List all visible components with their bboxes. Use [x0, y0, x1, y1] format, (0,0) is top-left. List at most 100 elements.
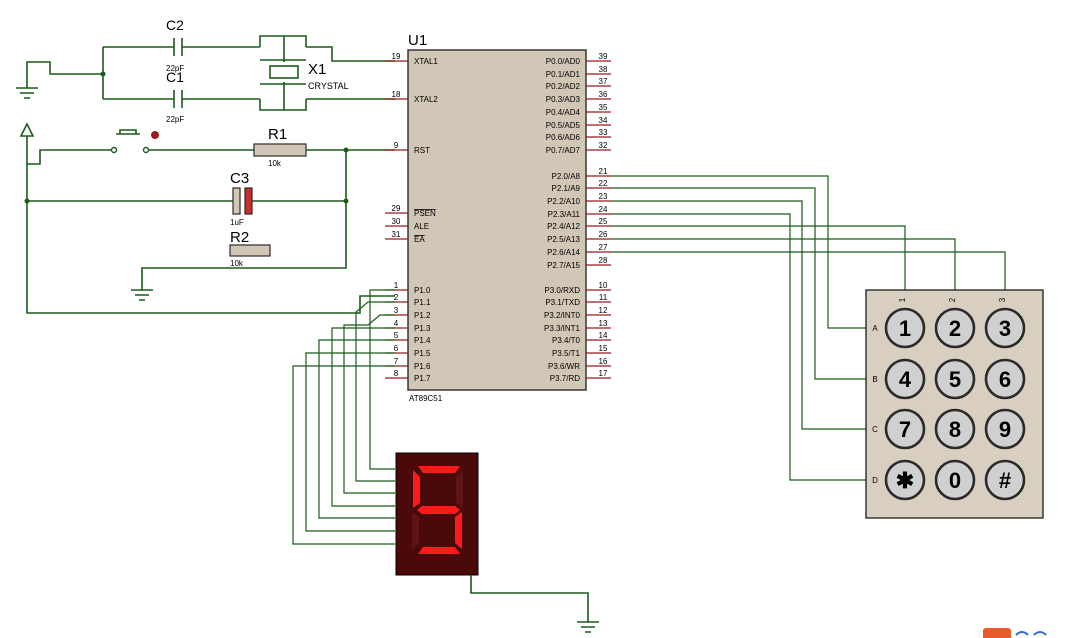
keypad-key-cap[interactable]: [934, 459, 976, 501]
segment-g: [417, 506, 460, 514]
pin-number: 17: [599, 369, 608, 378]
pin-number: 14: [599, 331, 608, 340]
c3-ref: C3: [230, 170, 249, 187]
pin-name: EA: [414, 235, 425, 244]
keypad-key-cap[interactable]: [884, 408, 926, 450]
pin-number: 23: [599, 192, 608, 201]
keypad-column-label: 2: [948, 297, 957, 302]
keypad-key-label: ✱: [896, 468, 914, 493]
mcu-body: [407, 49, 587, 391]
keypad-key-cap[interactable]: [934, 307, 976, 349]
pin-name: P2.5/A13: [547, 235, 580, 244]
capacitor-c3-plate-b: [244, 187, 253, 215]
pin-number: 28: [599, 256, 608, 265]
c1-ref: C1: [166, 69, 184, 85]
pin-number: 12: [599, 306, 608, 315]
keypad-key-label: 4: [899, 367, 912, 392]
pin-number: 7: [394, 357, 399, 366]
keypad-key[interactable]: 4: [884, 358, 926, 400]
keypad-key-cap[interactable]: [984, 408, 1026, 450]
corner-logo: [983, 628, 1047, 638]
pin-name: P2.2/A10: [547, 197, 580, 206]
keypad-key[interactable]: 0: [934, 459, 976, 501]
c1-value: 22pF: [166, 115, 184, 124]
keypad-key[interactable]: 3: [984, 307, 1026, 349]
pin-name: P3.0/RXD: [544, 286, 580, 295]
pin-name: P2.1/A9: [552, 184, 581, 193]
keypad-key-label: 3: [999, 316, 1011, 341]
pin-number: 19: [392, 52, 401, 61]
pin-name: P0.6/AD6: [546, 133, 581, 142]
pin-name: P1.6: [414, 362, 431, 371]
pin-name: P0.1/AD1: [546, 70, 581, 79]
keypad-key-cap[interactable]: [884, 307, 926, 349]
pin-number: 34: [599, 116, 608, 125]
pin-name: P0.4/AD4: [546, 108, 581, 117]
pin-name: P2.3/A11: [548, 210, 581, 219]
keypad-key-label: #: [999, 468, 1011, 493]
p1-bus-wires: [292, 289, 395, 545]
pin-name: P0.0/AD0: [546, 57, 581, 66]
keypad-column-label: 3: [998, 297, 1007, 302]
seven-segment-display: [395, 452, 599, 633]
pin-name: P3.5/T1: [552, 349, 581, 358]
keypad-row-label: D: [872, 476, 878, 485]
pin-number: 1: [394, 281, 399, 290]
pin-number: 29: [392, 204, 401, 213]
keypad-key-cap[interactable]: [984, 459, 1026, 501]
pin-name: P2.0/A8: [552, 172, 581, 181]
keypad-key-label: 0: [949, 468, 961, 493]
pin-name: P1.1: [414, 298, 431, 307]
keypad-key-label: 1: [899, 316, 911, 341]
keypad-key-cap[interactable]: [934, 408, 976, 450]
pin-name: P1.0: [414, 286, 431, 295]
pin-number: 3: [394, 306, 399, 315]
keypad-key[interactable]: 7: [884, 408, 926, 450]
ground-symbol-osc: [16, 87, 38, 99]
keypad-key-label: 2: [949, 316, 961, 341]
pin-number: 2: [394, 293, 399, 302]
r2-value: 10k: [230, 259, 244, 268]
r2-ref: R2: [230, 229, 249, 246]
pin-name: P0.2/AD2: [546, 82, 581, 91]
pin-number: 30: [392, 217, 401, 226]
pin-number: 38: [599, 65, 608, 74]
keypad-key-label: 8: [949, 417, 961, 442]
keypad-key[interactable]: 9: [984, 408, 1026, 450]
resistor-r1: [253, 143, 307, 157]
keypad-key[interactable]: 5: [934, 358, 976, 400]
r1-ref: R1: [268, 126, 287, 143]
keypad-key-cap[interactable]: [934, 358, 976, 400]
keypad-key[interactable]: 2: [934, 307, 976, 349]
mcu-right-pins: 39P0.0/AD038P0.1/AD137P0.2/AD236P0.3/AD3…: [544, 52, 611, 383]
keypad-key-cap[interactable]: [984, 358, 1026, 400]
keypad-key[interactable]: 8: [934, 408, 976, 450]
keypad-key-cap[interactable]: [884, 459, 926, 501]
pin-name: P2.4/A12: [547, 222, 580, 231]
pin-number: 22: [599, 179, 608, 188]
pin-number: 32: [599, 141, 608, 150]
keypad-key-cap[interactable]: [884, 358, 926, 400]
keypad-key[interactable]: 6: [984, 358, 1026, 400]
keypad-key[interactable]: 1: [884, 307, 926, 349]
pin-number: 24: [599, 205, 608, 214]
x1-value: CRYSTAL: [308, 81, 349, 91]
reset-button: [116, 129, 140, 135]
pin-name: P3.3/INT1: [544, 324, 581, 333]
mcu-left-pins: 19XTAL118XTAL29RST29PSEN30ALE31EA1P1.02P…: [385, 52, 438, 383]
keypad-row-label: B: [872, 375, 877, 384]
capacitor-c1: [173, 90, 260, 108]
pin-name: P1.3: [414, 324, 431, 333]
keypad-key-cap[interactable]: [984, 307, 1026, 349]
keypad-key[interactable]: ✱: [884, 459, 926, 501]
pin-name: PSEN: [414, 209, 436, 218]
keypad-key-label: 5: [949, 367, 961, 392]
pin-number: 4: [394, 319, 399, 328]
r1-value: 10k: [268, 159, 282, 168]
keypad-key[interactable]: #: [984, 459, 1026, 501]
segment-f: [413, 470, 420, 508]
pin-name: RST: [414, 146, 430, 155]
pin-number: 36: [599, 90, 608, 99]
